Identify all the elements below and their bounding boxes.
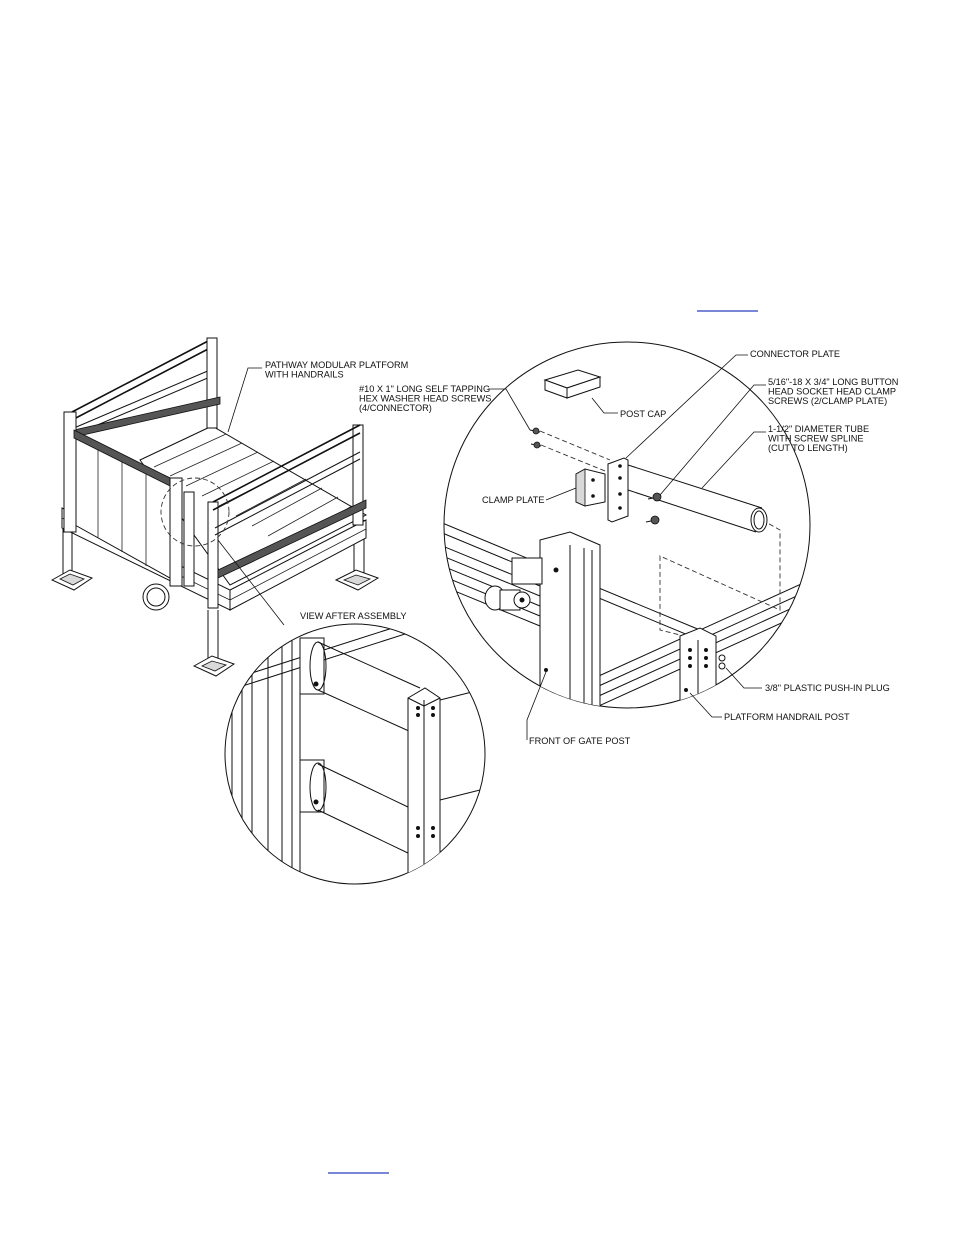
front-handrail [207,424,367,609]
label-gate-post: FRONT OF GATE POST [529,736,631,746]
platform-drawing [50,337,380,677]
diameter-tube-part [627,464,768,533]
label-post-cap: POST CAP [620,409,666,419]
platform-deck [139,425,368,586]
detail-callout-circle [160,477,230,547]
leader-lines [227,354,766,740]
left-panel [63,411,171,579]
self-tapping-screws [529,427,611,474]
label-clamp-plate: CLAMP PLATE [482,495,544,505]
label-platform: PATHWAY MODULAR PLATFORM WITH HANDRAILS [265,360,411,380]
clamp-plate-part [575,468,606,507]
post-cap-part [543,369,602,399]
button-head-screws [645,492,662,525]
callout-labels: PATHWAY MODULAR PLATFORM WITH HANDRAILS … [265,349,901,746]
label-push-in-plug: 3/8" PLASTIC PUSH-IN PLUG [765,683,890,693]
label-view-after-assembly: VIEW AFTER ASSEMBLY [300,611,407,621]
label-self-tapping-screws: #10 X 1" LONG SELF TAPPING HEX WASHER HE… [359,384,494,413]
exploded-detail [443,341,811,709]
back-handrail [71,337,221,438]
platform-legs [50,520,380,677]
view-after-assembly-detail [224,623,486,885]
label-tube: 1-1/2" DIAMETER TUBE WITH SCREW SPLINE (… [768,424,872,453]
gate-assembly [142,477,195,611]
label-handrail-post: PLATFORM HANDRAIL POST [724,712,850,722]
connector-plate-part [607,457,629,523]
label-connector-plate: CONNECTOR PLATE [750,349,840,359]
label-button-screws: 5/16"-18 X 3/4" LONG BUTTON HEAD SOCKET … [768,377,901,406]
